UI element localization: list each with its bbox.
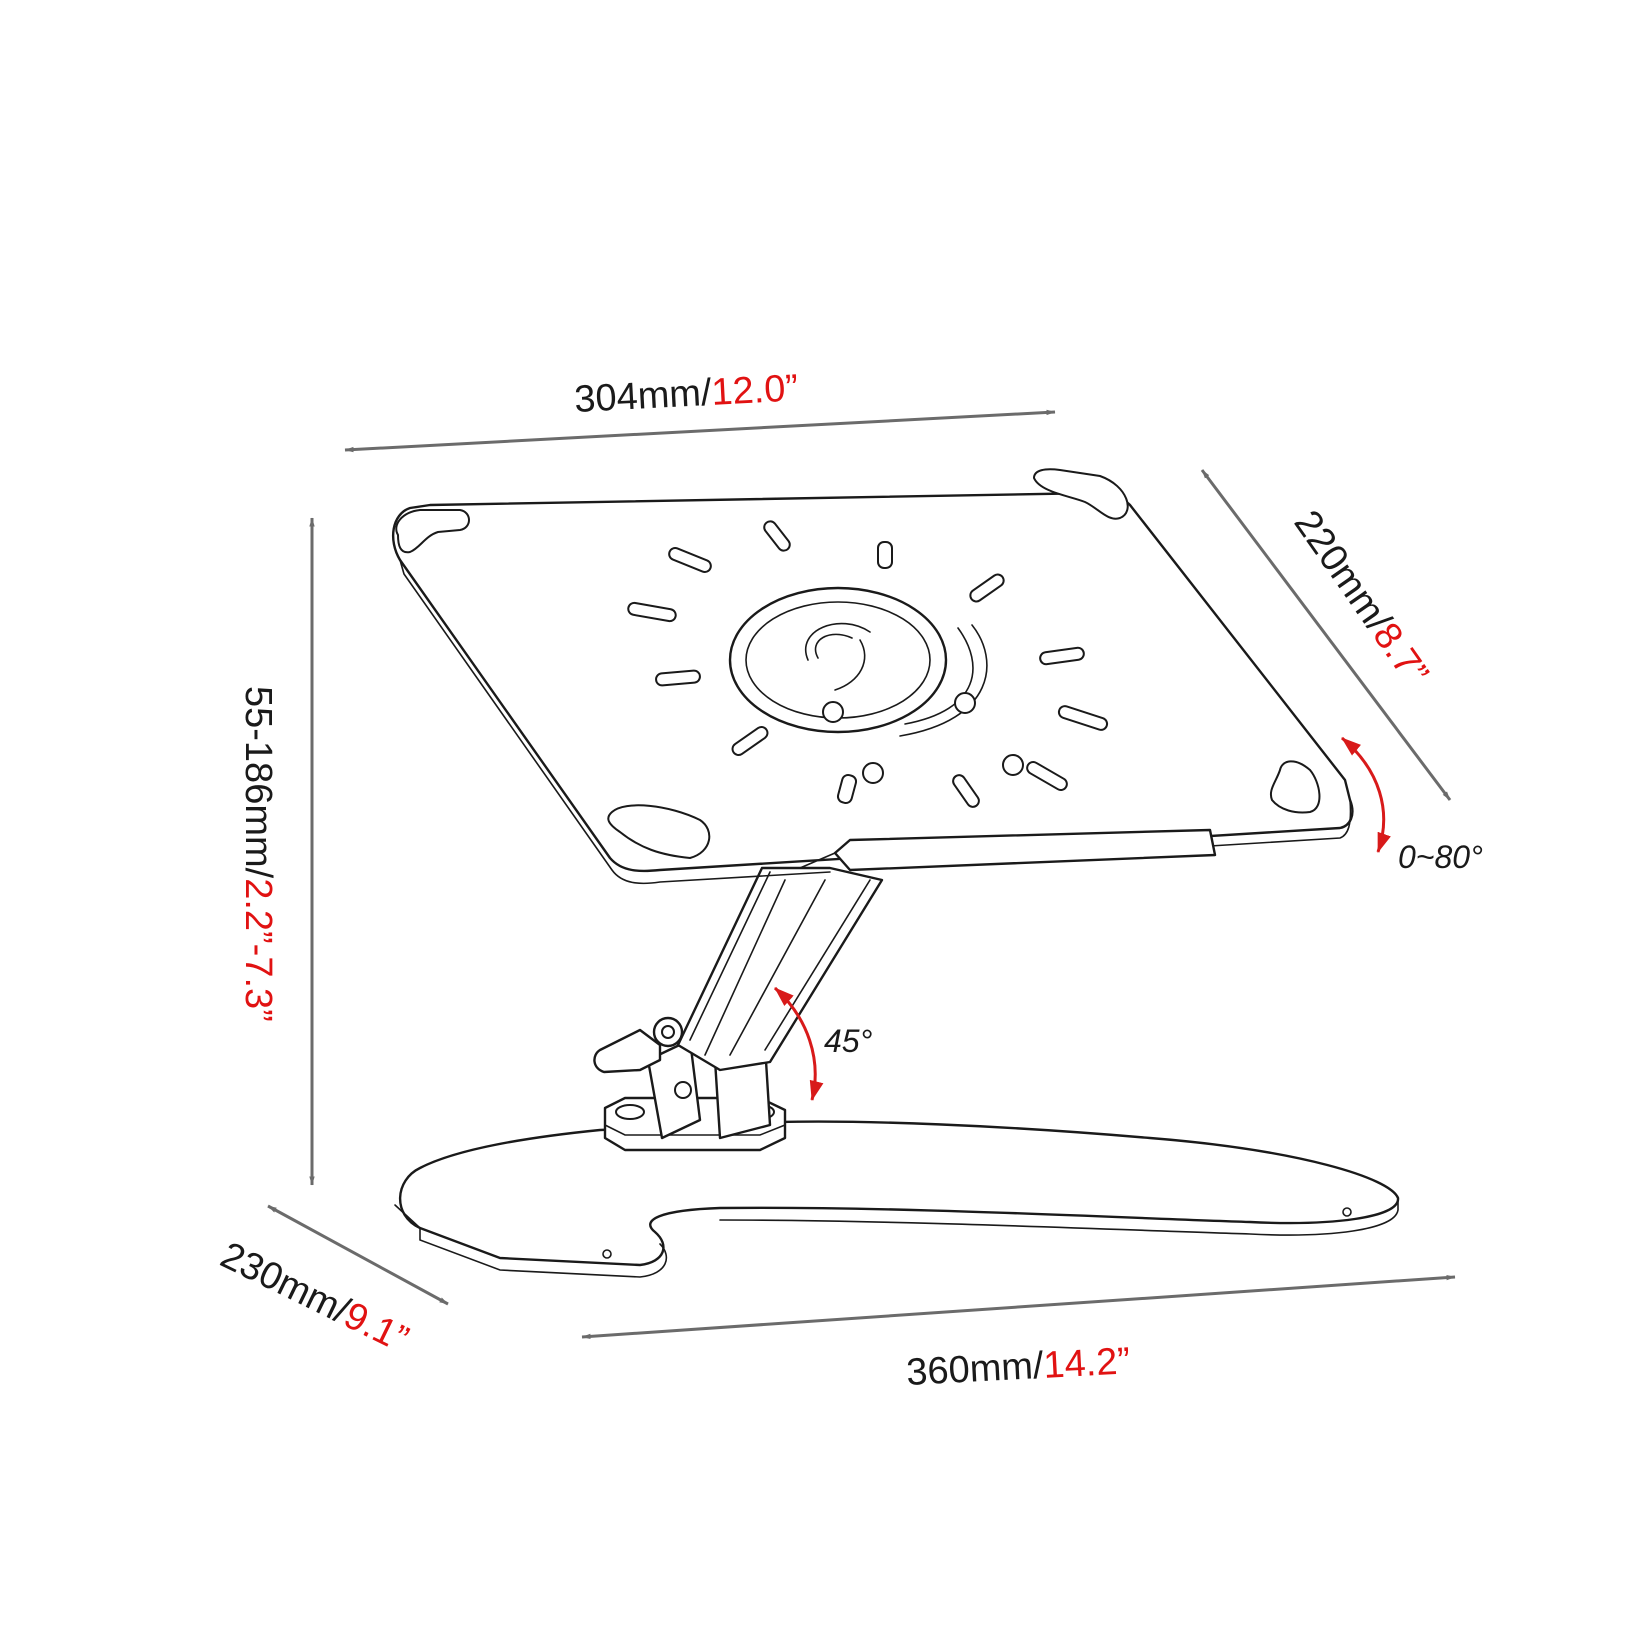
- platform-depth-metric: 220mm/: [1286, 503, 1399, 640]
- height-range-imperial: 2.2”-7.3”: [237, 878, 279, 1022]
- platform-width-imperial: 12.0”: [710, 367, 799, 413]
- hinge-block: [593, 1016, 787, 1152]
- arm-tilt-label: 45°: [824, 1023, 873, 1059]
- arm-tilt-arrow: [773, 986, 824, 1101]
- base-plate: [394, 1120, 1400, 1278]
- base-width-metric: 360mm/: [905, 1345, 1045, 1394]
- laptop-platform: [392, 468, 1354, 885]
- platform-depth-label: 220mm/8.7”: [1286, 503, 1437, 693]
- base-depth-metric: 230mm/: [214, 1234, 356, 1332]
- support-arm: [676, 866, 884, 1072]
- base-width-label: 360mm/14.2”: [905, 1340, 1131, 1394]
- platform-width-metric: 304mm/: [573, 372, 713, 421]
- base-width-imperial: 14.2”: [1042, 1340, 1131, 1386]
- base-depth-dimension-line: [267, 1204, 449, 1306]
- height-range-metric: 55-186mm/: [237, 686, 279, 879]
- base-depth-label: 230mm/9.1”: [214, 1234, 415, 1361]
- platform-tilt-arrow: [1341, 736, 1391, 853]
- base-width-dimension-line: [581, 1274, 1456, 1340]
- height-range-label: 55-186mm/2.2”-7.3”: [237, 686, 279, 1022]
- platform-tilt-label: 0~80°: [1398, 839, 1483, 875]
- platform-width-label: 304mm/12.0”: [573, 367, 799, 421]
- platform-width-dimension-line: [344, 409, 1056, 453]
- platform-depth-dimension-line: [1200, 469, 1452, 801]
